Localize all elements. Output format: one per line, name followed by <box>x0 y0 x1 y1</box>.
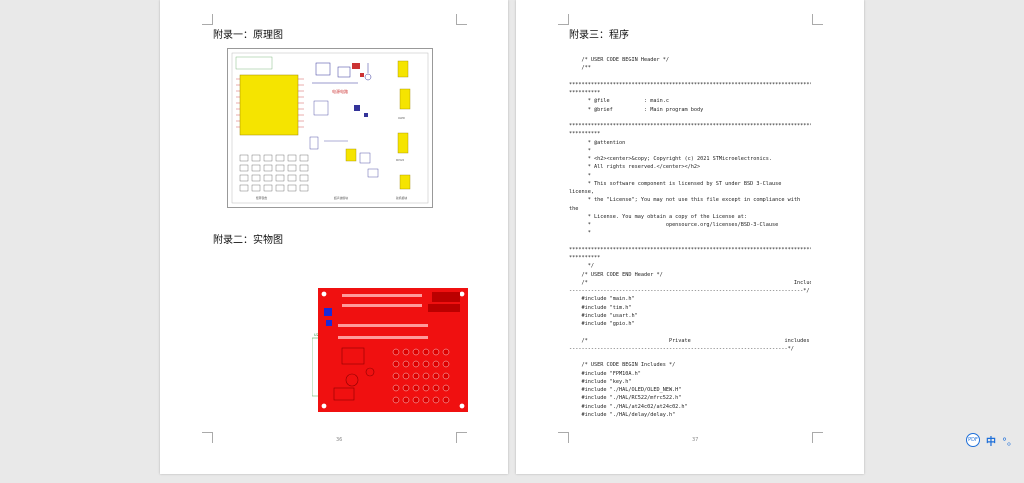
crop-mark <box>812 432 823 443</box>
schematic-image: 电源电路 OLED RC522 <box>227 48 433 208</box>
code-line: */ <box>569 263 594 270</box>
svg-text:OLED: OLED <box>398 116 405 120</box>
code-line: * All rights reserved.</center></h2> <box>569 164 701 171</box>
language-toggle-button[interactable]: 中 <box>986 436 996 448</box>
appendix-3-heading: 附录三：程序 <box>569 30 629 41</box>
code-line: #include "FPM10A.h" <box>569 370 641 377</box>
code-line: ----------------------------------------… <box>569 345 794 352</box>
code-line <box>569 114 811 122</box>
schematic-caption: 超声波模块 <box>334 196 348 200</box>
code-line: the <box>569 205 579 212</box>
page-number: 36 <box>336 437 343 443</box>
schematic-caption: 舵机模块 <box>396 196 407 200</box>
code-line: /* USER CODE BEGIN Header */ <box>569 57 669 63</box>
code-line: * @attention <box>569 139 626 146</box>
code-line: * the "License"; You may not use this fi… <box>569 197 801 204</box>
code-line: ****************************************… <box>569 246 811 253</box>
code-line: ********** <box>569 131 601 138</box>
code-line: * <box>569 230 591 237</box>
document-page-36: 附录一：原理图 电源电路 <box>160 0 508 474</box>
code-line: #include "./HAL/delay/delay.h" <box>569 411 676 418</box>
page-number: 37 <box>692 437 699 443</box>
code-line: * <box>569 147 591 154</box>
schematic-caption: 矩阵键盘 <box>256 196 267 200</box>
code-line: #include "./HAL/at24c02/at24c02.h" <box>569 403 688 410</box>
crop-mark <box>202 14 213 25</box>
code-line: /* USER CODE END Header */ <box>569 271 663 278</box>
appendix-1-heading: 附录一：原理图 <box>213 30 283 41</box>
more-options-icon[interactable]: °。 <box>1002 436 1017 448</box>
schematic-drawing: 电源电路 OLED RC522 <box>231 52 429 204</box>
code-line: ****************************************… <box>569 123 811 129</box>
code-line: license, <box>569 189 594 195</box>
crop-mark <box>812 14 823 25</box>
code-line: * @file : main.c <box>569 98 669 105</box>
code-line: #include "gpio.h" <box>569 321 635 327</box>
code-line: /* USER CODE BEGIN Includes */ <box>569 362 676 369</box>
code-line: ********** <box>569 90 601 96</box>
code-line: #include "./HAL/OLED/OLED_NEW.H" <box>569 387 682 393</box>
code-line: * @brief : Main program body <box>569 106 704 113</box>
pcb-image: U1 U2 <box>311 284 468 412</box>
code-line <box>569 353 811 361</box>
pcb-drawing: U1 U2 <box>311 284 468 412</box>
code-line: ********** <box>569 255 601 261</box>
code-line: * License. You may obtain a copy of the … <box>569 213 748 220</box>
svg-text:RC522: RC522 <box>396 158 405 162</box>
code-line: * This software component is licensed by… <box>569 180 782 187</box>
code-line: #include "usart.h" <box>569 312 638 319</box>
crop-mark <box>558 14 569 25</box>
code-line <box>569 238 811 246</box>
crop-mark <box>558 432 569 443</box>
code-listing: /* USER CODE BEGIN Header */ /**********… <box>569 56 811 419</box>
code-line: #include "key.h" <box>569 378 632 385</box>
code-line <box>569 73 811 81</box>
code-line: ****************************************… <box>569 81 811 88</box>
code-line: /** <box>569 65 591 72</box>
code-line: * opensource.org/licenses/BSD-3-Clause <box>569 222 779 228</box>
code-line: #include "tim.h" <box>569 304 632 311</box>
code-line <box>569 328 811 336</box>
floating-toolbar: PDF 中 °。 <box>966 432 1024 448</box>
pcb-label: U2 <box>314 333 319 337</box>
pdf-tool-icon[interactable]: PDF <box>966 433 980 447</box>
document-page-37: 附录三：程序 /* USER CODE BEGIN Header */ /** *… <box>516 0 864 474</box>
crop-mark <box>456 14 467 25</box>
code-line: /* Includes <box>569 279 811 286</box>
code-line: * <box>569 172 591 179</box>
crop-mark <box>456 432 467 443</box>
code-line: #include "main.h" <box>569 296 635 303</box>
code-line: #include "./HAL/RC522/mfrc522.h" <box>569 395 682 402</box>
appendix-2-heading: 附录二：实物图 <box>213 235 283 246</box>
code-line: /* Private includes <box>569 337 810 344</box>
schematic-title: 电源电路 <box>332 88 348 94</box>
code-line: * <h2><center>&copy; Copyright (c) 2021 … <box>569 156 773 162</box>
code-line: ----------------------------------------… <box>569 288 810 294</box>
crop-mark <box>202 432 213 443</box>
